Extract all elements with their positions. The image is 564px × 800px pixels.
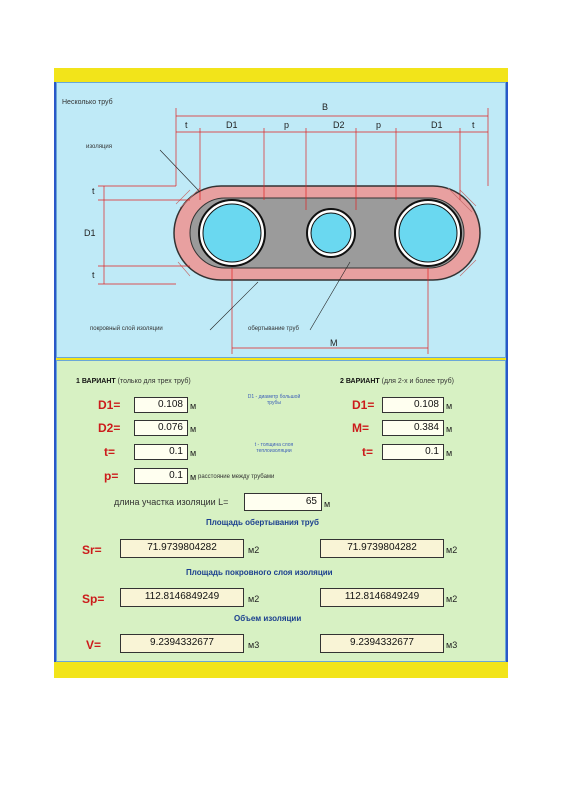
v1-d2-unit: м <box>190 424 197 434</box>
dim-d2: D2 <box>333 120 345 130</box>
cover-label: Sp= <box>82 592 105 606</box>
wrap-value-v2: 71.9739804282 <box>320 539 444 558</box>
v1-d2-label: D2= <box>98 421 121 435</box>
dim-p-left: p <box>284 120 290 130</box>
v2-d1-label: D1= <box>352 398 375 412</box>
dim-d1-vertical: D1 <box>84 228 96 238</box>
cover-unit-v2: м2 <box>446 594 458 604</box>
wrap-label: Sr= <box>82 543 102 557</box>
sheet-border-left <box>54 82 56 662</box>
v1-p-label: p= <box>104 469 119 483</box>
v1-p-unit: м <box>190 472 197 482</box>
volume-value-v2: 9.2394332677 <box>320 634 444 653</box>
pipe-middle-inner <box>310 212 352 254</box>
wrap-heading: Площадь обертывания труб <box>206 518 319 527</box>
volume-unit-v2: м3 <box>446 640 458 650</box>
dim-t-bottom: t <box>92 270 95 280</box>
v2-d1-input[interactable]: 0.108 <box>382 397 444 413</box>
label-pipe-wrap: обертывание труб <box>248 326 299 332</box>
length-label: длина участка изоляции L= <box>114 497 229 507</box>
v1-p-input[interactable]: 0.1 <box>134 468 188 484</box>
variant1-title: 1 ВАРИАНТ (только для трех труб) <box>76 378 191 385</box>
dim-b: B <box>322 102 329 112</box>
variant1-title-rest: (только для трех труб) <box>117 378 191 385</box>
volume-unit-v1: м3 <box>248 640 260 650</box>
variant2-title-rest: (для 2-х и более труб) <box>381 378 454 385</box>
volume-label: V= <box>86 638 102 652</box>
v1-t-input[interactable]: 0.1 <box>134 444 188 460</box>
cover-value-v2: 112.8146849249 <box>320 588 444 607</box>
wrap-value-v1: 71.9739804282 <box>120 539 244 558</box>
note-d1: D1 - диаметр большой трубы <box>247 394 301 406</box>
variant2-title: 2 ВАРИАНТ (для 2-х и более труб) <box>340 378 454 385</box>
note-t: t - толщина слоя теплоизоляции <box>254 442 294 454</box>
cover-value-v1: 112.8146849249 <box>120 588 244 607</box>
v2-m-unit: м <box>446 424 453 434</box>
v2-d1-unit: м <box>446 401 453 411</box>
variant1-title-bold: 1 ВАРИАНТ <box>76 378 116 385</box>
dim-t-top: t <box>92 186 95 196</box>
v1-t-label: t= <box>104 445 116 459</box>
cover-unit-v1: м2 <box>248 594 260 604</box>
v2-t-unit: м <box>446 448 453 458</box>
length-unit: м <box>324 499 331 509</box>
v1-t-unit: м <box>190 448 197 458</box>
sheet-border-right <box>506 82 508 662</box>
label-insulation: изоляция <box>86 144 113 150</box>
v1-p-note: расстояние между трубами <box>198 474 275 480</box>
length-input[interactable]: 65 <box>244 493 322 511</box>
dim-t-left: t <box>185 120 188 130</box>
pipe-left-inner <box>202 203 262 263</box>
volume-heading: Объем изоляции <box>234 614 302 623</box>
diagram-title: Несколько труб <box>62 99 113 106</box>
variant2-title-bold: 2 ВАРИАНТ <box>340 378 380 385</box>
dim-m: M <box>330 338 338 348</box>
v1-d1-unit: м <box>190 401 197 411</box>
v1-d1-input[interactable]: 0.108 <box>134 397 188 413</box>
label-cover-layer: покровный слой изоляции <box>90 326 163 332</box>
v2-m-label: M= <box>352 421 370 435</box>
v2-m-input[interactable]: 0.384 <box>382 420 444 436</box>
volume-value-v1: 9.2394332677 <box>120 634 244 653</box>
cover-heading: Площадь покровного слоя изоляции <box>186 568 333 577</box>
wrap-unit-v2: м2 <box>446 545 458 555</box>
v1-d1-label: D1= <box>98 398 121 412</box>
v2-t-input[interactable]: 0.1 <box>382 444 444 460</box>
dim-d1-right: D1 <box>431 120 443 130</box>
pipe-right-inner <box>398 203 458 263</box>
leader-lines <box>159 149 351 331</box>
dim-d1-left: D1 <box>226 120 238 130</box>
v1-d2-input[interactable]: 0.076 <box>134 420 188 436</box>
v2-t-label: t= <box>362 445 374 459</box>
wrap-unit-v1: м2 <box>248 545 260 555</box>
dim-p-right: p <box>376 120 382 130</box>
dim-t-right: t <box>472 120 475 130</box>
dimension-lines <box>98 108 489 354</box>
